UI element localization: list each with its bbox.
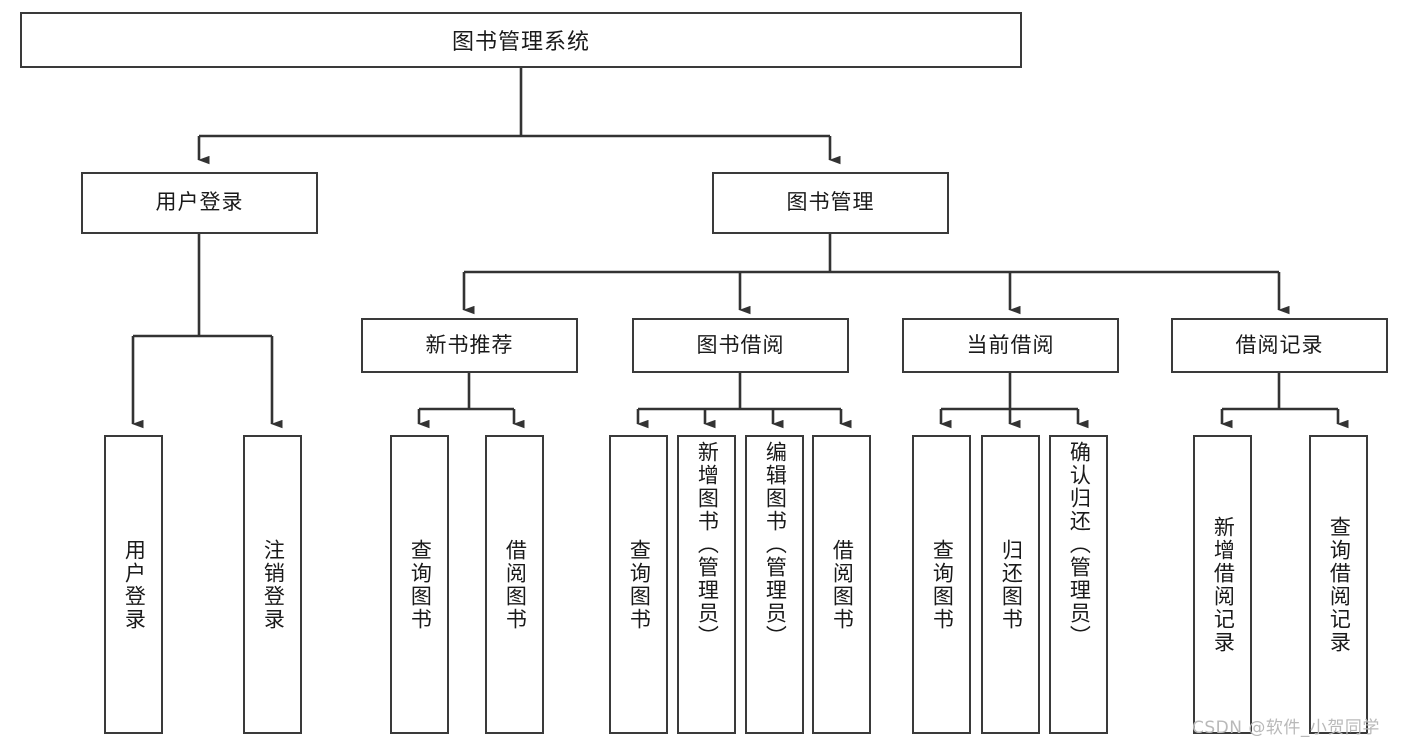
leaf-return-book[interactable]: 归还图书 bbox=[981, 435, 1040, 734]
node-label: 注销登录 bbox=[261, 538, 286, 631]
node-user-login[interactable]: 用户登录 bbox=[81, 172, 318, 234]
node-label: 用户登录 bbox=[155, 190, 244, 215]
node-label: 确认归还（管理员） bbox=[1067, 441, 1092, 648]
leaf-edit-book[interactable]: 编辑图书（管理员） bbox=[745, 435, 804, 734]
node-label: 借阅记录 bbox=[1235, 332, 1324, 357]
node-label: 查询借阅记录 bbox=[1327, 515, 1352, 654]
leaf-query-book-1[interactable]: 查询图书 bbox=[390, 435, 449, 734]
node-label: 新增借阅记录 bbox=[1211, 515, 1236, 654]
leaf-query-record[interactable]: 查询借阅记录 bbox=[1309, 435, 1368, 734]
node-label: 图书管理系统 bbox=[451, 30, 590, 55]
node-borrow-record[interactable]: 借阅记录 bbox=[1171, 318, 1388, 373]
node-label: 查询图书 bbox=[930, 538, 955, 631]
node-current-borrow[interactable]: 当前借阅 bbox=[902, 318, 1119, 373]
node-label: 归还图书 bbox=[999, 538, 1024, 631]
leaf-logout[interactable]: 注销登录 bbox=[243, 435, 302, 734]
node-book-management[interactable]: 图书管理 bbox=[712, 172, 949, 234]
leaf-add-book[interactable]: 新增图书（管理员） bbox=[677, 435, 736, 734]
node-label: 借阅图书 bbox=[503, 538, 528, 631]
leaf-borrow-book-2[interactable]: 借阅图书 bbox=[812, 435, 871, 734]
node-label: 借阅图书 bbox=[830, 538, 855, 631]
node-label: 用户登录 bbox=[122, 538, 147, 631]
leaf-borrow-book-1[interactable]: 借阅图书 bbox=[485, 435, 544, 734]
leaf-query-book-2[interactable]: 查询图书 bbox=[609, 435, 668, 734]
leaf-user-login[interactable]: 用户登录 bbox=[104, 435, 163, 734]
node-label: 查询图书 bbox=[627, 538, 652, 631]
leaf-query-book-3[interactable]: 查询图书 bbox=[912, 435, 971, 734]
node-label: 新书推荐 bbox=[425, 332, 514, 357]
csdn-watermark: CSDN @软件_小贺同学 bbox=[1192, 718, 1380, 738]
node-new-book-recommendation[interactable]: 新书推荐 bbox=[361, 318, 578, 373]
node-book-borrow[interactable]: 图书借阅 bbox=[632, 318, 849, 373]
node-label: 图书借阅 bbox=[696, 332, 785, 357]
node-label: 新增图书（管理员） bbox=[695, 441, 720, 648]
leaf-confirm-return[interactable]: 确认归还（管理员） bbox=[1049, 435, 1108, 734]
node-label: 查询图书 bbox=[408, 538, 433, 631]
node-label: 图书管理 bbox=[786, 190, 875, 215]
node-label: 当前借阅 bbox=[966, 332, 1055, 357]
node-root-book-management-system[interactable]: 图书管理系统 bbox=[20, 12, 1022, 68]
leaf-add-record[interactable]: 新增借阅记录 bbox=[1193, 435, 1252, 734]
node-label: 编辑图书（管理员） bbox=[763, 441, 788, 648]
